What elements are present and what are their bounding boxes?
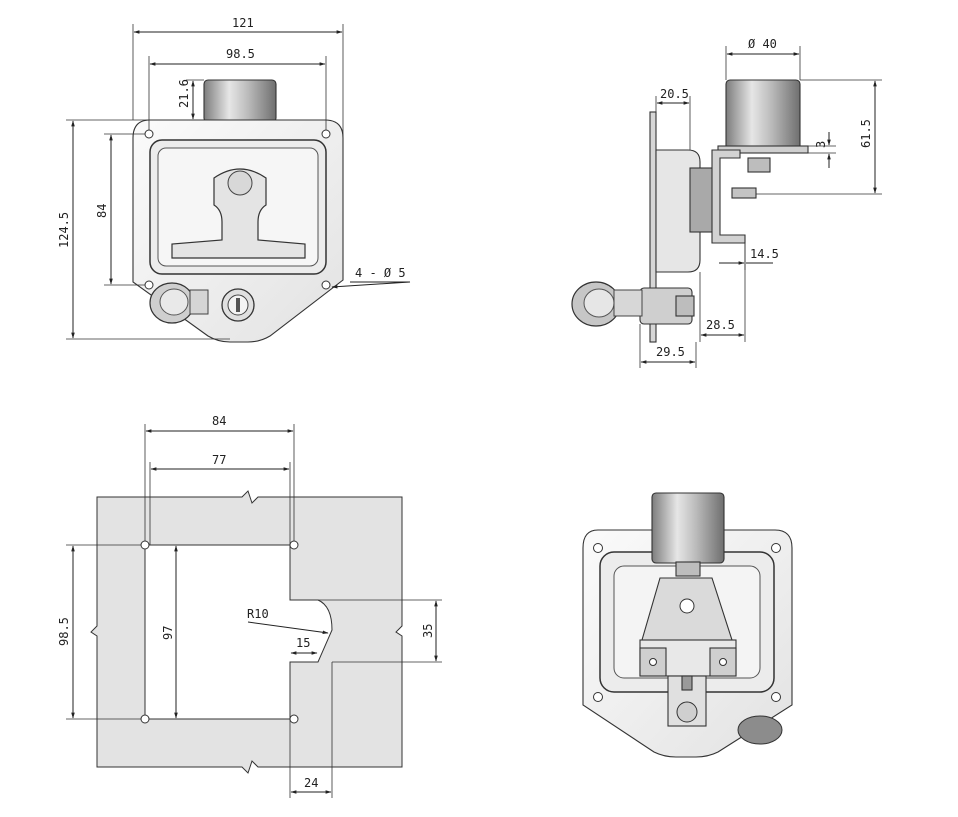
dim-hole-spacing-height: 84 <box>95 204 109 218</box>
hole-callout: 4 - Ø 5 <box>355 266 406 280</box>
cutout-hole <box>289 540 299 550</box>
front-dimensions: 121 98.5 21.6 124.5 84 4 - Ø 5 <box>57 16 411 340</box>
dim-bottom-width: 24 <box>304 776 318 790</box>
side-lock-nut <box>675 295 695 317</box>
cutout-dimensions: 84 77 98.5 97 R10 35 15 24 <box>57 414 442 798</box>
dim-body-depth: 28.5 <box>706 318 735 332</box>
cutout-view: 84 77 98.5 97 R10 35 15 24 <box>57 414 442 798</box>
dim-radius: R10 <box>247 607 269 621</box>
side-view: Ø 40 20.5 61.5 3 14.5 28.5 <box>571 37 882 368</box>
rear-latch-hole <box>719 658 727 666</box>
side-cap <box>725 79 801 151</box>
rear-nut <box>675 561 701 577</box>
dim-thickness: 3 <box>814 141 828 148</box>
rear-lock-cylinder <box>676 701 698 723</box>
side-dust-cap-inner <box>583 288 615 318</box>
paddle-handle <box>171 168 306 259</box>
handle-pivot <box>227 170 253 196</box>
keyway <box>236 298 240 312</box>
mount-hole <box>144 129 154 139</box>
dim-total-height: 61.5 <box>859 119 873 148</box>
dust-cap-hinge <box>189 289 209 315</box>
dim-notch-height: 35 <box>421 624 435 638</box>
rear-dust-cap <box>737 715 783 745</box>
rear-bracket-hole <box>679 598 695 614</box>
dim-cap-height: 21.6 <box>177 79 191 108</box>
cap-cylinder <box>203 79 277 123</box>
dim-overall-height: 124.5 <box>57 212 71 248</box>
side-nut <box>747 157 771 173</box>
dim-cutout-height-inner: 97 <box>161 626 175 640</box>
dim-overall-width: 121 <box>232 16 254 30</box>
rear-mount-hole <box>771 692 781 702</box>
dim-hole-spacing-width: 98.5 <box>226 47 255 61</box>
mount-hole <box>144 280 154 290</box>
cutout-hole <box>289 714 299 724</box>
dim-notch-width: 15 <box>296 636 310 650</box>
dim-cap-diameter: Ø 40 <box>748 37 777 51</box>
mount-hole <box>321 129 331 139</box>
side-dust-hinge <box>613 289 643 317</box>
mount-hole <box>321 280 331 290</box>
rear-view <box>582 492 793 758</box>
dim-stud-offset: 14.5 <box>750 247 779 261</box>
cutout-hole <box>140 540 150 550</box>
rear-mount-hole <box>593 692 603 702</box>
side-dimensions: Ø 40 20.5 61.5 3 14.5 28.5 <box>639 37 882 368</box>
cutout-hole <box>140 714 150 724</box>
side-mechanism <box>689 167 715 233</box>
rear-cam-pin <box>681 675 693 691</box>
side-bracket <box>711 149 746 244</box>
dim-lock-depth: 29.5 <box>656 345 685 359</box>
front-view: 121 98.5 21.6 124.5 84 4 - Ø 5 <box>57 16 411 343</box>
rear-mount-hole <box>593 543 603 553</box>
side-stud <box>731 187 757 199</box>
rear-cap <box>651 492 725 564</box>
dim-cutout-width-inner: 77 <box>212 453 226 467</box>
dust-cap-inner <box>159 288 189 316</box>
rear-latch-hole <box>649 658 657 666</box>
dim-cutout-height-outer: 98.5 <box>57 617 71 646</box>
dim-cutout-width-outer: 84 <box>212 414 226 428</box>
rear-mount-hole <box>771 543 781 553</box>
dim-flange-depth: 20.5 <box>660 87 689 101</box>
side-body <box>655 149 701 273</box>
